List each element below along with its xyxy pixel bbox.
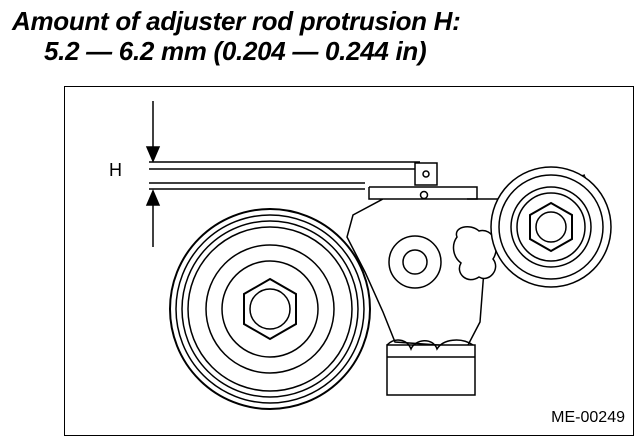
idler-ring-3 <box>510 186 592 268</box>
tensioner-diagram <box>145 101 612 410</box>
tensioner-pulley <box>169 208 371 410</box>
lower-arrowhead <box>145 189 161 206</box>
pulley-bolt-washer <box>249 288 291 330</box>
pulley-ring-4 <box>187 226 353 392</box>
adjuster-lug <box>386 339 474 352</box>
figure-caption: Amount of adjuster rod protrusion H: 5.2… <box>12 6 632 66</box>
pulley-inner-ring <box>221 260 319 358</box>
pulley-hub-ring <box>205 244 335 374</box>
reference-code: ME-00249 <box>551 409 625 426</box>
bracket-cutout <box>452 225 497 281</box>
adjuster-rod-tip <box>414 162 438 186</box>
bracket-boss <box>388 235 442 289</box>
pulley-ring-3 <box>181 220 359 398</box>
adjuster-rod <box>414 162 438 200</box>
idler-bolt-washer <box>535 211 567 243</box>
diagram-frame: H ME-00249 <box>64 86 634 436</box>
rod-pin <box>419 190 429 200</box>
idler-ring-2 <box>498 174 604 280</box>
dimension-h <box>145 101 420 247</box>
upper-arrowhead <box>145 146 161 163</box>
pulley-ring-2 <box>175 214 365 404</box>
idler-bolt-head <box>529 201 573 253</box>
caption-spec-value: 5.2 — 6.2 mm (0.204 — 0.244 in) <box>44 36 427 66</box>
idler-ring-4 <box>516 192 586 262</box>
idler-pulley <box>490 166 612 288</box>
pulley-bolt-head <box>243 277 297 341</box>
tensioner-bracket <box>346 172 591 348</box>
idler-outer-ring <box>490 166 612 288</box>
rod-tip-hole <box>422 170 430 178</box>
dimension-h-label: H <box>109 160 122 180</box>
pulley-outer-ring <box>169 208 371 410</box>
adjuster-body <box>386 339 476 396</box>
adjuster-housing <box>386 344 476 396</box>
bracket-boss-hole <box>402 249 428 275</box>
caption-title: Amount of adjuster rod protrusion H: <box>12 6 461 36</box>
